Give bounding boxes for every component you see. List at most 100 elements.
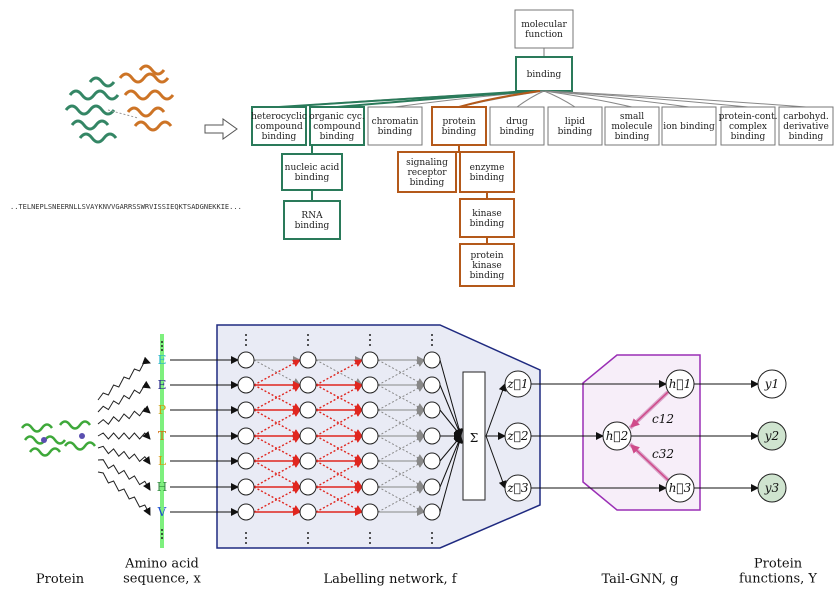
go-edge — [543, 90, 690, 108]
amino-acid-letter: H — [157, 480, 167, 494]
y-node-1 — [757, 369, 787, 399]
network-node — [299, 503, 317, 521]
layer-edge-diag — [377, 384, 425, 411]
network-node — [361, 376, 379, 394]
network-node — [361, 503, 379, 521]
go-level2-node-1 — [309, 106, 365, 146]
go-protein-kinase-binding — [459, 243, 515, 287]
go-signaling-receptor-binding — [397, 151, 457, 193]
sigma-to-z-edge — [485, 383, 507, 437]
network-node — [423, 427, 441, 445]
h-node-label: h⃗2 — [606, 429, 629, 443]
layer-edge-diag — [315, 460, 363, 488]
go-level2-node-7-label: ion binding — [663, 122, 715, 132]
go-level2-node-5 — [547, 106, 603, 146]
layer-edge-diag — [253, 359, 301, 386]
hollow-arrow-icon — [204, 118, 238, 140]
network-node — [423, 478, 441, 496]
go-edge — [543, 90, 807, 108]
network-node — [361, 427, 379, 445]
amino-acid-letter: T — [158, 429, 166, 443]
layer-edge-diag — [253, 460, 301, 488]
layer-edge-diag — [377, 486, 425, 513]
amino-acid-letter: V — [157, 505, 167, 519]
sum-edge — [439, 384, 463, 437]
sigma-to-z-edge — [485, 435, 507, 489]
layer-edge-diag — [315, 359, 363, 386]
go-level2-node-6 — [604, 106, 660, 146]
wavy-line — [97, 405, 151, 425]
layer-edge-diag — [253, 435, 301, 462]
layer-edge-diag — [377, 359, 425, 386]
go-rna-binding — [283, 200, 341, 240]
layer-edge-diag — [377, 435, 425, 462]
wavy-line — [97, 445, 151, 465]
network-node — [299, 427, 317, 445]
edge-label-c12: c12 — [652, 412, 674, 426]
y-node-label: y2 — [764, 429, 779, 443]
protein-structure-image — [64, 64, 175, 144]
z-node-label: z⃗3 — [506, 481, 529, 495]
go-level2-node-7 — [661, 106, 717, 146]
network-node — [361, 351, 379, 369]
labelling-network — [170, 334, 463, 544]
layer-edge-diag — [253, 486, 301, 513]
network-node — [361, 478, 379, 496]
network-node — [237, 478, 255, 496]
network-node — [361, 452, 379, 470]
sum-box — [462, 371, 486, 501]
layer-edge-diag — [377, 435, 425, 462]
layer-edge-diag — [253, 384, 301, 411]
layer-edge-diag — [377, 384, 425, 411]
sum-edge — [439, 359, 463, 437]
y-node-label: y1 — [764, 377, 779, 391]
y-node-2 — [757, 421, 787, 451]
layer-edge-diag — [315, 460, 363, 488]
network-node — [237, 503, 255, 521]
amino-acid-letter: P — [158, 403, 166, 417]
caption-protein: Protein — [36, 572, 85, 587]
network-node — [237, 351, 255, 369]
go-level2-node-0 — [251, 106, 307, 146]
caption-tail-gnn: Tail-GNN, g — [601, 572, 678, 587]
go-level2-node-4 — [489, 106, 545, 146]
network-node — [423, 503, 441, 521]
network-node — [237, 452, 255, 470]
network-node — [299, 351, 317, 369]
go-binding — [515, 56, 573, 92]
layer-edge-diag — [377, 460, 425, 488]
wavy-line — [97, 471, 151, 516]
network-node — [299, 478, 317, 496]
sum-edge — [439, 435, 463, 513]
layer-edge-diag — [377, 409, 425, 437]
caption-labelling-network: Labelling network, f — [323, 572, 457, 587]
network-node — [237, 427, 255, 445]
h-node-label: h⃗1 — [669, 377, 692, 391]
layer-edge-diag — [315, 359, 363, 386]
layer-edge-diag — [315, 486, 363, 513]
protein-small-image — [20, 420, 97, 457]
wavy-line — [97, 380, 151, 413]
layer-edge-diag — [315, 384, 363, 411]
layer-edge-diag — [377, 359, 425, 386]
go-edge — [516, 90, 545, 108]
go-root-molecular-function — [514, 9, 574, 49]
sum-edge — [439, 435, 463, 488]
layer-edge-diag — [253, 359, 301, 386]
network-node — [299, 452, 317, 470]
